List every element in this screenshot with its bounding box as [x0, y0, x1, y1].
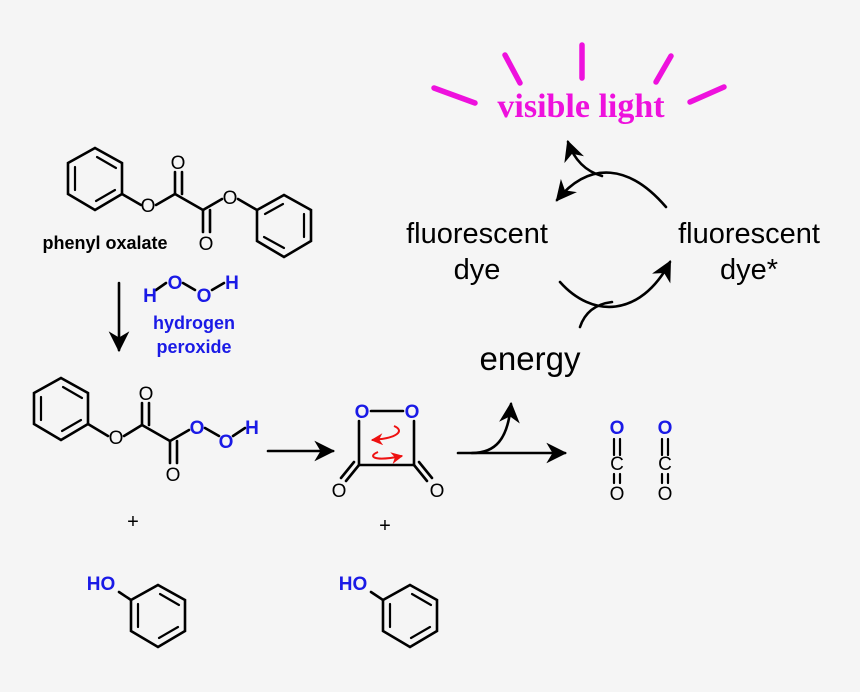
phenol-molecule-right: HO [339, 574, 439, 649]
atom-h: H [143, 286, 157, 307]
atom-o: O [658, 484, 673, 505]
light-branch-arrow [564, 140, 604, 178]
atom-o: O [405, 402, 420, 423]
atom-o: O [197, 286, 212, 307]
light-ray-upper-left [502, 52, 523, 86]
excited-dye-label-line2: dye* [720, 254, 778, 286]
electron-arrow [370, 425, 400, 446]
light-ray-upper-right [653, 53, 674, 85]
atom-o: O [223, 188, 238, 209]
electron-arrow [372, 451, 404, 464]
phenol-molecule-left: HO [87, 574, 187, 649]
energy-release-arrow [470, 401, 520, 455]
atom-o: O [355, 402, 370, 423]
peroxyoxalate-intermediate: O O O O O H [32, 376, 259, 486]
carbon-dioxide-molecules: O C O O C O [610, 418, 673, 505]
hydroxyl-label: HO [339, 574, 368, 595]
fluorescent-dye-label-line2: dye [454, 254, 501, 286]
excitation-arrow [558, 260, 672, 309]
atom-c: C [610, 454, 624, 475]
atom-o: O [109, 428, 124, 449]
atom-o: O [141, 196, 156, 217]
atom-h: H [225, 273, 239, 294]
atom-o: O [658, 418, 673, 439]
phenyl-oxalate-molecule: O O O O [66, 146, 313, 259]
atom-o: O [199, 234, 214, 255]
atom-o: O [430, 481, 445, 502]
peroxide-label: peroxide [156, 337, 231, 357]
phenyl-oxalate-label: phenyl oxalate [42, 233, 167, 253]
fluorescent-dye-label-line1: fluorescent [406, 218, 548, 250]
visible-light-label: visible light [497, 88, 665, 125]
atom-c: C [658, 454, 672, 475]
hydrogen-label: hydrogen [153, 313, 235, 333]
atom-o: O [190, 418, 205, 439]
atom-o: O [219, 432, 234, 453]
energy-input-curve [578, 300, 614, 329]
atom-o: O [610, 418, 625, 439]
cycle-arrows [555, 140, 672, 329]
emission-arrow [555, 171, 668, 209]
hydrogen-peroxide-molecule: H O O H [143, 273, 239, 307]
hydroxyl-label: HO [87, 574, 116, 595]
atom-h: H [245, 418, 259, 439]
light-ray-right [687, 84, 727, 105]
atom-o: O [171, 153, 186, 174]
atom-o: O [166, 465, 181, 486]
atom-o: O [610, 484, 625, 505]
energy-label: energy [480, 340, 581, 377]
light-rays [431, 42, 727, 106]
light-ray-left [431, 85, 478, 106]
atom-o: O [332, 481, 347, 502]
plus-sign: + [379, 515, 391, 537]
atom-o: O [139, 384, 154, 405]
excited-dye-label-line1: fluorescent [678, 218, 820, 250]
atom-o: O [168, 273, 183, 294]
plus-sign: + [127, 511, 139, 533]
dioxetanedione-molecule: O O O O [332, 402, 445, 502]
